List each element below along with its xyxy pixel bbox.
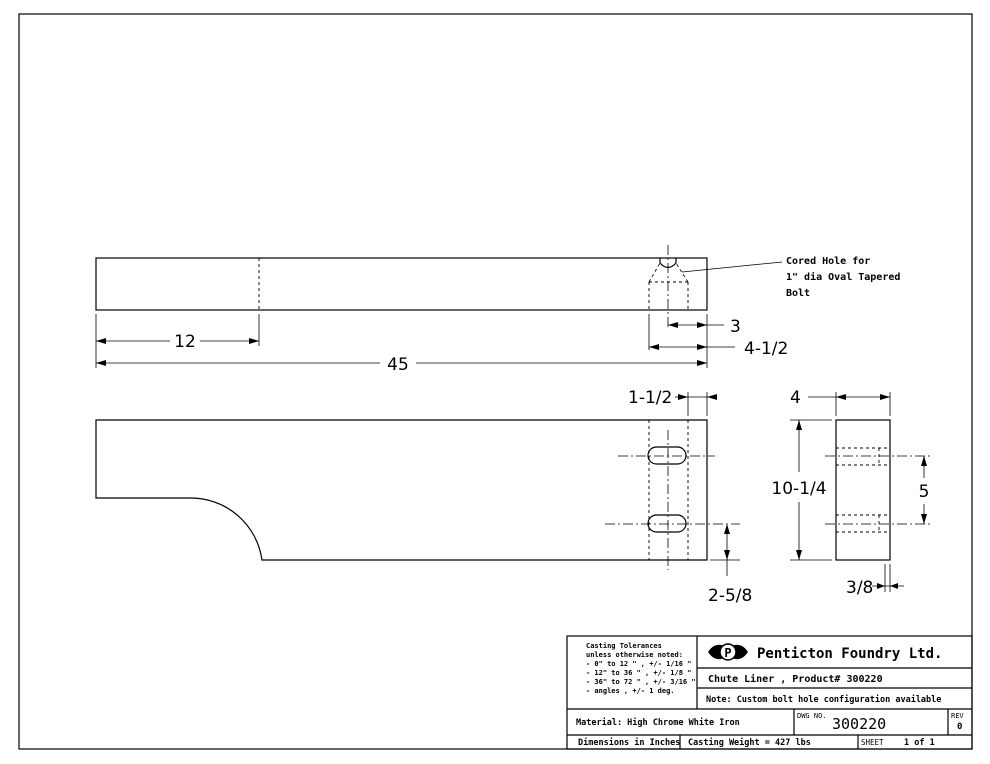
tolerance-line-1: Casting Tolerances <box>586 642 662 650</box>
callout-line-3: Bolt <box>786 288 810 299</box>
drawing-note: Note: Custom bolt hole configuration ava… <box>706 694 941 705</box>
top-view: Cored Hole for 1" dia Oval Tapered Bolt … <box>95 245 900 375</box>
dimension-10-1-4: 10-1/4 <box>771 479 826 499</box>
dimension-4-1-2: 4-1/2 <box>744 339 788 359</box>
tolerance-line-4: - 12" to 36 " , +/- 1/8 " <box>586 669 691 677</box>
bolt-slot-lower <box>647 514 687 533</box>
callout-leader <box>681 261 783 273</box>
material-label: Material: High Chrome White Iron <box>576 717 740 728</box>
dwg-no: 300220 <box>832 715 886 733</box>
dimension-5: 5 <box>919 482 930 502</box>
rev-value: 0 <box>957 722 962 732</box>
tolerance-line-3: - 0" to 12 " , +/- 1/16 " <box>586 660 691 668</box>
dwg-no-label: DWG NO. <box>797 712 827 720</box>
tolerance-line-2: unless otherwise noted: <box>586 651 683 659</box>
sheet-border <box>18 13 973 750</box>
bolt-slot-upper <box>647 446 687 465</box>
dimension-45: 45 <box>387 355 409 375</box>
sheet-value: 1 of 1 <box>904 738 935 748</box>
casting-weight: Casting Weight = 427 lbs <box>688 737 811 748</box>
dimension-2-5-8: 2-5/8 <box>708 586 752 606</box>
title-block: Casting Tolerances unless otherwise note… <box>566 635 973 750</box>
sheet-label: SHEET <box>861 738 884 747</box>
side-view-outline <box>835 419 891 561</box>
callout-line-1: Cored Hole for <box>786 256 870 267</box>
logo-letter: P <box>724 646 731 660</box>
tolerance-line-5: - 36" to 72 " , +/- 3/16 " <box>586 678 696 686</box>
side-view: 4 10-1/4 5 3/8 <box>771 388 930 598</box>
rev-label: REV <box>951 712 964 720</box>
tolerance-line-6: - angles , +/- 1 deg. <box>586 687 675 695</box>
dimension-4: 4 <box>790 388 801 408</box>
top-view-outline <box>95 257 708 311</box>
company-logo: P <box>708 643 748 661</box>
front-view: 1-1/2 2-5/8 <box>95 388 752 606</box>
company-name: Penticton Foundry Ltd. <box>757 646 942 662</box>
dimension-3: 3 <box>730 317 741 337</box>
part-description: Chute Liner , Product# 300220 <box>708 673 883 685</box>
dimension-3-8: 3/8 <box>846 578 873 598</box>
callout-line-2: 1" dia Oval Tapered <box>786 271 900 283</box>
front-view-outline <box>95 419 708 561</box>
dimension-1-1-2: 1-1/2 <box>628 388 672 408</box>
dimension-12: 12 <box>174 332 196 352</box>
dimensions-units: Dimensions in Inches <box>578 737 680 748</box>
